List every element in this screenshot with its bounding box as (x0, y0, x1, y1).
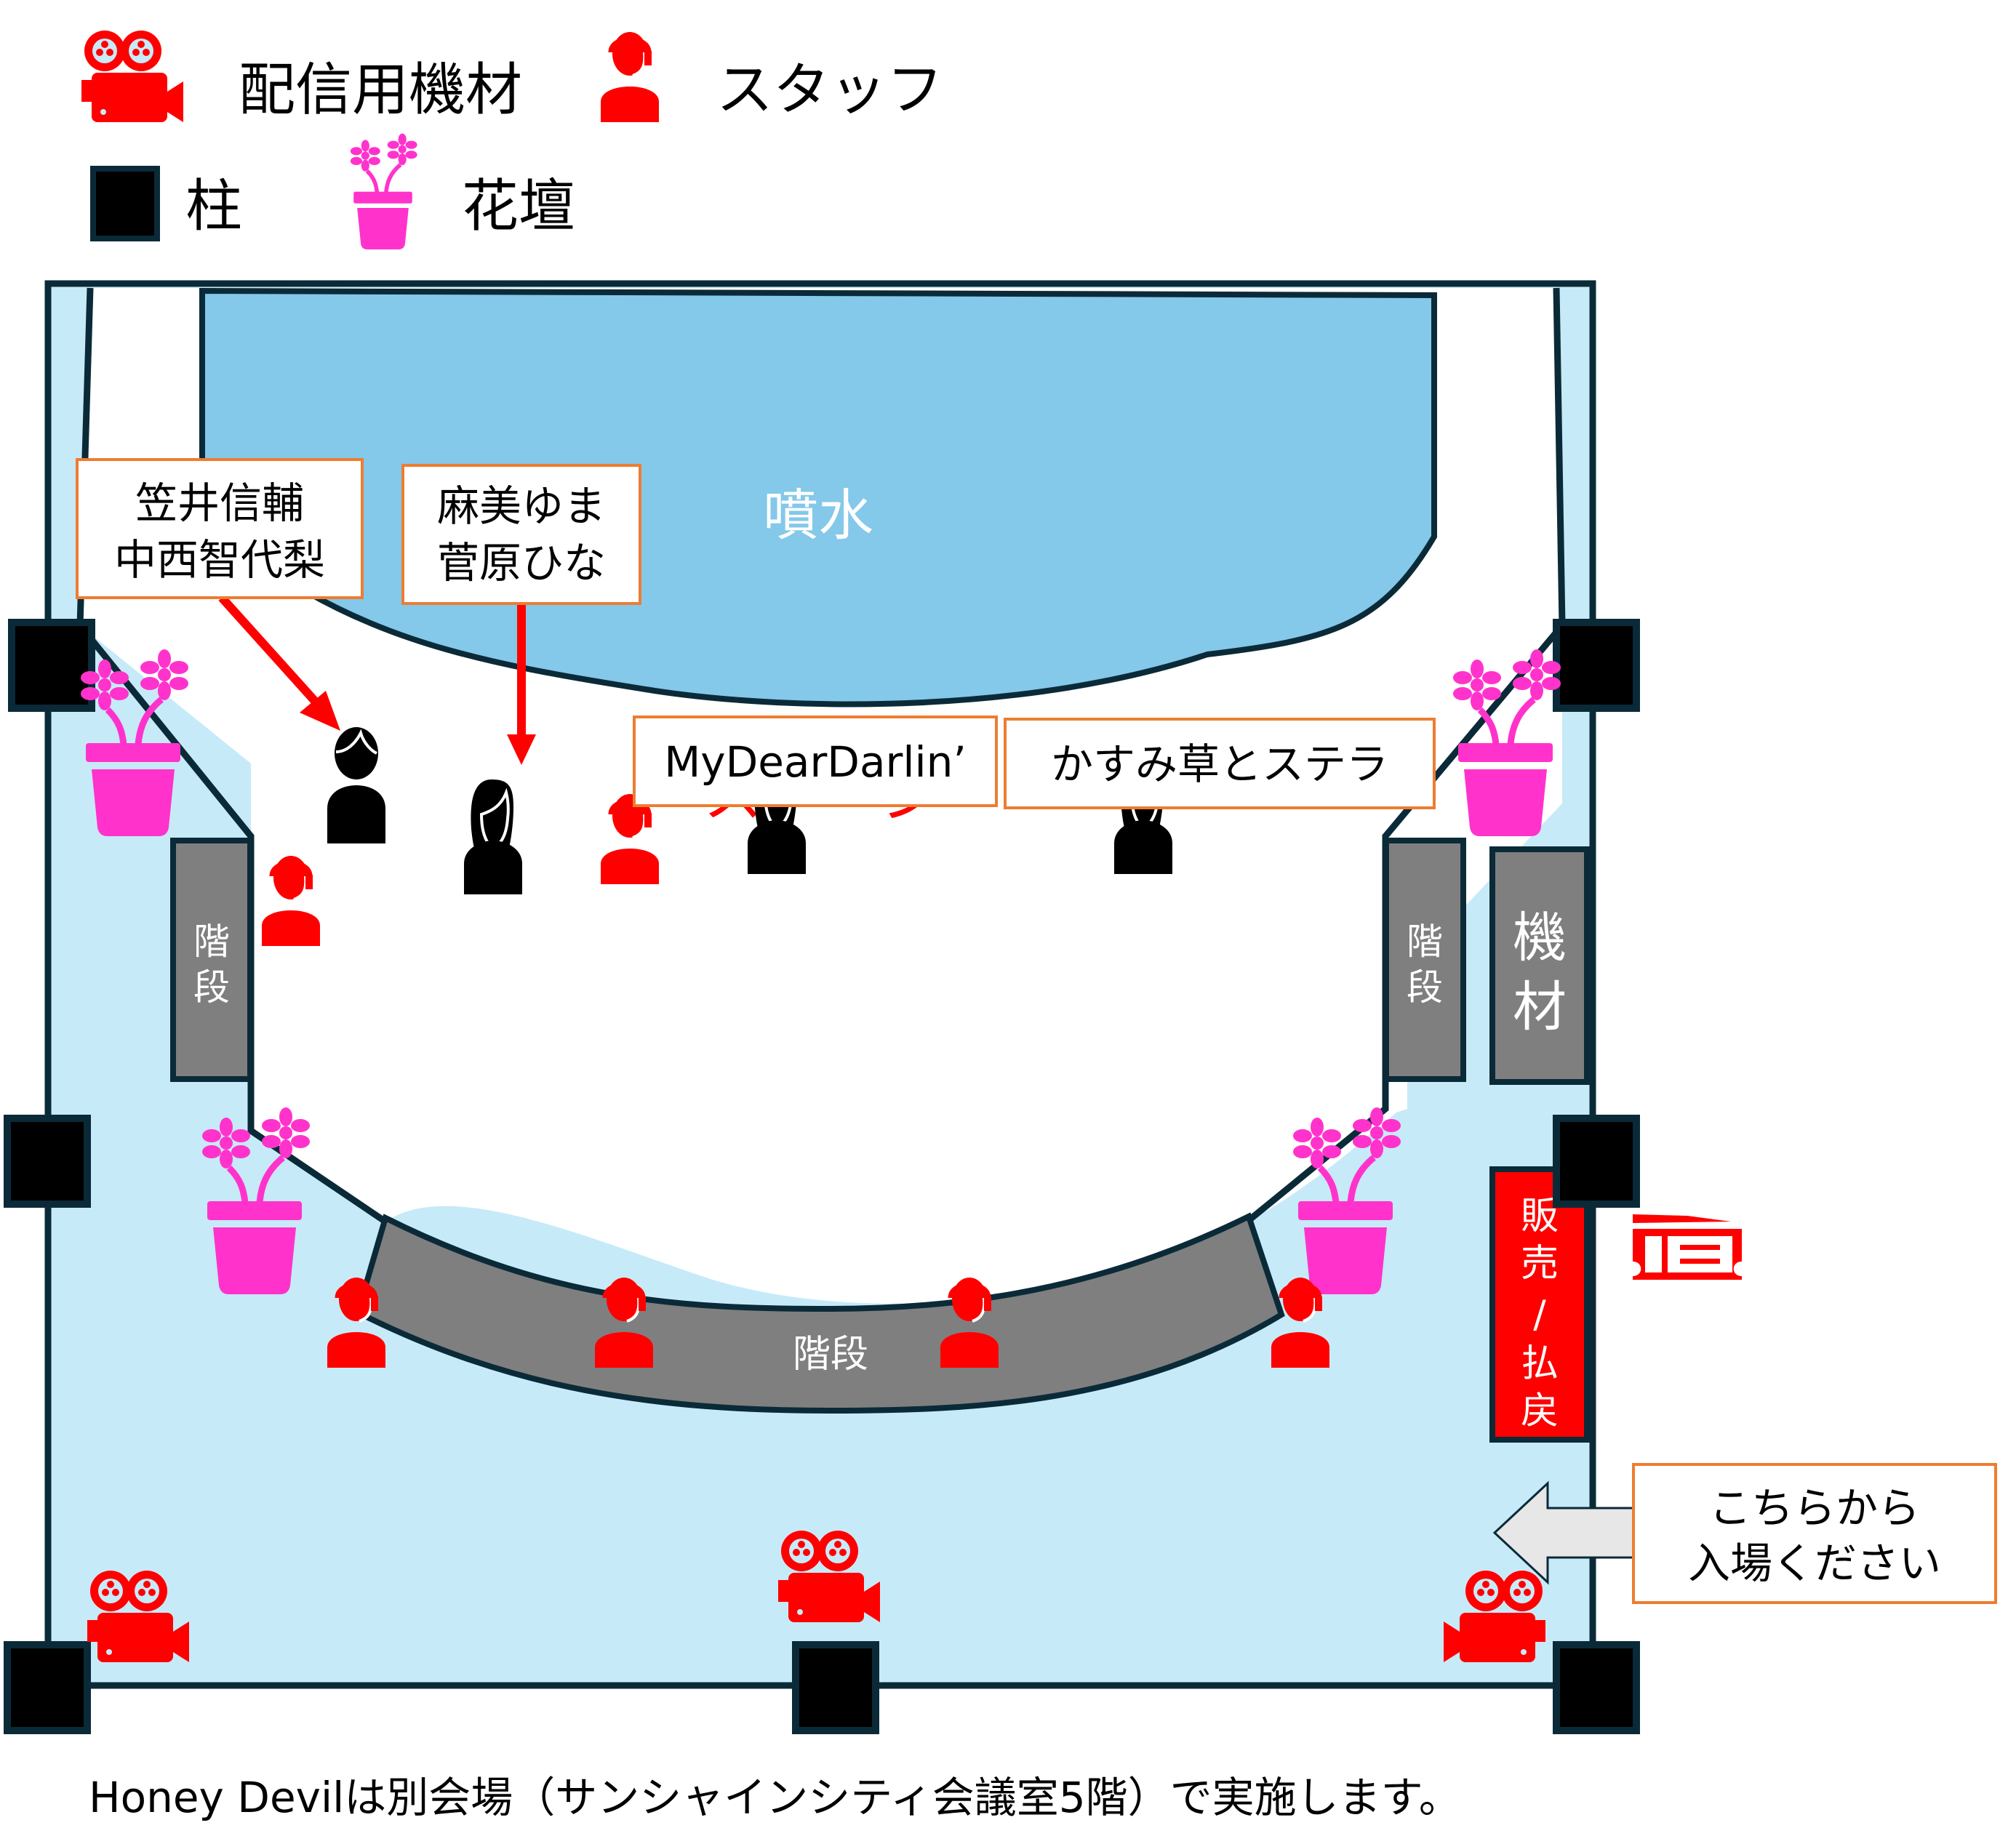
performer-callout: かすみ草とステラ (1004, 718, 1436, 809)
equipment-area (1489, 846, 1590, 1085)
sales-refund-booth (1489, 1166, 1590, 1443)
performer-callout: MyDearDarlin’ (633, 715, 998, 807)
performer-name: 菅原ひな (437, 538, 606, 588)
performer-callout: 麻美ゆま 菅原ひな (401, 464, 641, 605)
performer-name: 麻美ゆま (437, 481, 606, 531)
legend-pillar-label: 柱 (185, 174, 242, 239)
sales-label-3: / (1533, 1293, 1546, 1336)
pillar-icon (90, 166, 160, 241)
flower-pot-icon (351, 134, 417, 249)
pillar (7, 1645, 87, 1731)
sales-label-4: 払 (1521, 1342, 1559, 1386)
staff-icon (601, 32, 659, 122)
entrance-callout: こちらから 入場ください (1632, 1463, 1997, 1604)
sales-label-2: 売 (1521, 1242, 1559, 1286)
equipment-label-2: 材 (1513, 976, 1567, 1038)
performer-name: かすみ草とステラ (1051, 739, 1388, 789)
entrance-text: 入場ください (1688, 1539, 1941, 1588)
front-stairs-label: 階段 (793, 1333, 868, 1376)
sales-label-5: 戻 (1521, 1390, 1559, 1433)
pillar (796, 1645, 876, 1731)
left-stairs (170, 838, 253, 1082)
fountain-label: 噴水 (763, 483, 873, 548)
pillar (12, 622, 92, 708)
pillar (7, 1118, 87, 1204)
ticket-icon (1633, 1214, 1742, 1280)
legend-staff-label: スタッフ (716, 57, 943, 123)
equipment-label-1: 機 (1513, 907, 1567, 969)
performer-callout: 笠井信輔 中西智代梨 (76, 458, 364, 599)
sales-label-1: 販 (1521, 1195, 1559, 1238)
pointer-arrow (218, 594, 340, 731)
performer-name: 笠井信輔 (135, 478, 304, 528)
performer-name: MyDearDarlin’ (664, 737, 967, 787)
entrance-text: こちらから (1709, 1483, 1920, 1533)
right-stairs (1383, 838, 1466, 1082)
front-stairs (354, 1212, 1285, 1414)
pillar (1556, 1118, 1636, 1204)
right-stairs-label-1: 階 (1407, 921, 1443, 963)
camera-icon (81, 31, 183, 122)
footer-note: Honey Devilは別会場（サンシャインシティ会議室5階）で実施します。 (89, 1773, 1461, 1822)
pillar (1556, 1645, 1636, 1731)
pointer-arrow (507, 604, 536, 765)
legend: 配信用機材 スタッフ 柱 花壇 (81, 31, 943, 249)
performer-name: 中西智代梨 (114, 535, 325, 585)
left-stairs-label-1: 階 (193, 921, 230, 963)
legend-flower-label: 花壇 (462, 174, 575, 239)
pillar (1556, 622, 1636, 708)
left-stairs-label-2: 段 (193, 966, 230, 1009)
right-stairs-label-2: 段 (1407, 966, 1443, 1009)
legend-camera-label: 配信用機材 (239, 57, 522, 123)
